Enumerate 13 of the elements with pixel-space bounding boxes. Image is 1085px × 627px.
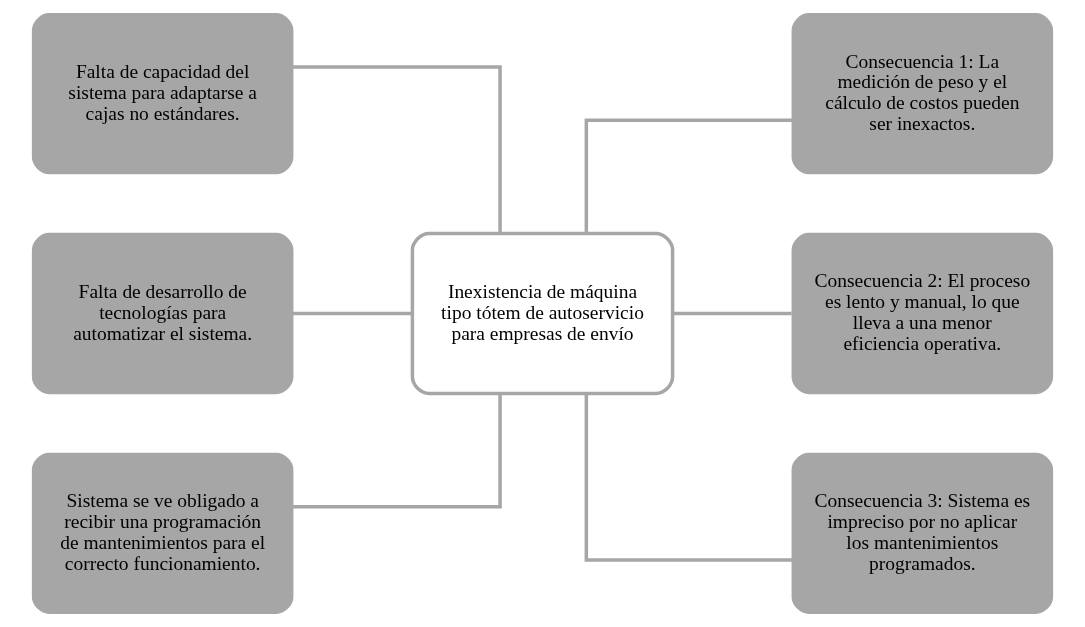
node-box: Inexistencia de máquina tipo tótem de autoservicio para empresas de envío: [410, 231, 675, 396]
connector: [672, 311, 792, 316]
connector: [584, 118, 792, 234]
node-box: Falta de capacidad del sistema para adaptarse a cajas no estándares.: [31, 12, 294, 175]
connector: [584, 393, 792, 562]
node-box: Consecuencia 2: El proceso es lento y manual, lo que lleva a una menor eficiencia operativa.: [791, 232, 1054, 395]
node-box: Consecuencia 3: Sistema es impreciso por no aplicar los mantenimientos programados.: [791, 452, 1054, 615]
node-box: Falta de desarrollo de tecnologías para automatizar el sistema.: [31, 232, 294, 395]
connector: [293, 65, 502, 234]
connector: [292, 311, 412, 316]
node-box: Sistema se ve obligado a recibir una programación de mantenimientos para el correcto funcionamiento.: [31, 452, 294, 615]
connector: [293, 393, 502, 509]
node-box: Consecuencia 1: La medición de peso y el cálculo de costos pueden ser inexactos.: [791, 12, 1054, 175]
